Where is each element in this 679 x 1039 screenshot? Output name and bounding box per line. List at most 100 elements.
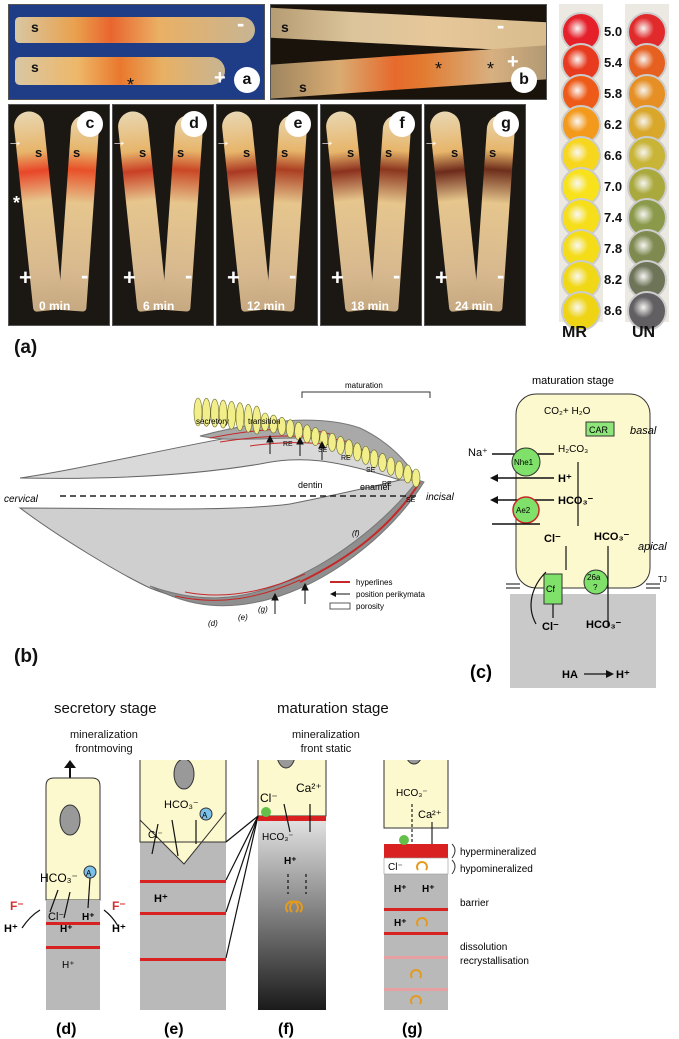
label-tj: TJ <box>658 575 667 584</box>
label-pos-g: (g) <box>258 605 268 614</box>
strip-arrow-icon: → <box>424 133 439 150</box>
strip-letter: f <box>389 111 415 137</box>
strip-letter: e <box>285 111 311 137</box>
label-h: H⁺ <box>558 473 572 485</box>
g-cl: Cl⁻ <box>388 862 403 873</box>
ph-value: 6.2 <box>604 117 623 132</box>
label-pos-f: (f) <box>352 529 360 538</box>
strip-minus: - <box>81 263 89 288</box>
strip-s-right: s <box>489 145 497 160</box>
label-h2: H⁺ <box>616 669 630 681</box>
strip-arrow-icon: → <box>320 133 335 150</box>
d-h-right: H⁺ <box>112 923 126 935</box>
strip-tooth-right <box>370 114 412 312</box>
photo-a: s s - + * a <box>8 4 265 100</box>
label-car: CAR <box>589 425 609 435</box>
strip-s-right: s <box>177 145 185 160</box>
ph-value: 6.6 <box>604 148 623 163</box>
cell-d: A HCO₃⁻ F⁻ F⁻ Cl⁻ H⁺ H⁺ H⁺ H⁺ H⁺ (d) <box>4 760 126 1038</box>
letter-b: b <box>511 67 537 93</box>
un-label: UN <box>632 324 656 341</box>
ph-value: 5.4 <box>604 55 623 70</box>
label-re-1: RE <box>283 441 293 448</box>
label-re-3: RE <box>382 481 392 488</box>
label-star2-b: * <box>487 59 495 79</box>
strip-letter: c <box>77 111 103 137</box>
strip-minus: - <box>185 263 193 288</box>
label-se-3: SE <box>406 497 416 504</box>
f-label: (f) <box>278 1021 294 1038</box>
strip-s-left: s <box>243 145 251 160</box>
label-pos-e: (e) <box>238 613 248 622</box>
strip-time: 12 min <box>247 299 286 313</box>
label-cervical: cervical <box>4 494 39 505</box>
g-hypermineralized: hypermineralized <box>460 847 536 858</box>
mr-label: MR <box>562 324 587 341</box>
label-s1: s <box>31 19 39 35</box>
strip-tooth-right <box>162 114 204 312</box>
strip-arrow-icon: → <box>112 133 127 150</box>
d-label: (d) <box>56 1021 76 1038</box>
label-hco3-b: HCO₃⁻ <box>594 531 630 543</box>
g-barrier: barrier <box>460 898 490 909</box>
ameloblast-cell <box>353 442 362 462</box>
label-re-2: RE <box>341 455 351 462</box>
d-a: A <box>86 869 92 878</box>
ameloblast-layer <box>193 397 421 488</box>
ph-value: 7.0 <box>604 179 623 194</box>
f-h: H⁺ <box>284 856 297 867</box>
strip-plus: + <box>435 265 448 290</box>
tooth-upper <box>15 17 255 43</box>
legend: hyperlines position perikymata porosity <box>329 578 425 611</box>
label-cf: Cf <box>546 584 555 594</box>
label-cl: Cl⁻ <box>544 533 561 545</box>
f-hco3: HCO₃⁻ <box>262 832 294 843</box>
label-hco3: HCO₃⁻ <box>558 495 594 507</box>
label-nhe1: Nhe1 <box>514 458 534 467</box>
strip-letter: g <box>493 111 519 137</box>
cell-f: Cl⁻ Ca²⁺ HCO₃⁻ H⁺ (f) <box>225 760 327 1038</box>
ameloblast-cell <box>277 417 287 436</box>
strip-star: * <box>13 193 21 213</box>
strip-time: 18 min <box>351 299 390 313</box>
ameloblast-cell <box>218 399 228 429</box>
ameloblast-cell <box>311 427 320 446</box>
label-s1-b: s <box>281 19 289 35</box>
ameloblast-cell <box>302 424 312 444</box>
e-a: A <box>202 811 208 820</box>
maturation-title: maturation stage <box>277 700 389 717</box>
g-hco3: HCO₃⁻ <box>396 788 428 799</box>
cell-e: A HCO₃⁻ Cl⁻ H⁺ (e) <box>139 760 227 1038</box>
g-h1: H⁺ <box>394 884 407 895</box>
ameloblast-cell <box>193 397 203 427</box>
e-label: (e) <box>164 1021 184 1038</box>
strip-arrow-icon: → <box>8 133 23 150</box>
label-star1-b: * <box>435 59 443 79</box>
d-h-mid: H⁺ <box>60 924 73 935</box>
ameloblast-cell <box>227 401 236 430</box>
label-ae2: Ae2 <box>516 506 531 515</box>
cell-g: HCO₃⁻ Ca²⁺ Cl⁻ H⁺ H⁺ H⁺ hypermineralized… <box>383 760 536 1038</box>
ameloblast-cell <box>252 405 261 435</box>
nhe1-transporter <box>511 447 541 477</box>
ameloblast-cell <box>361 446 370 465</box>
label-s2-b: s <box>299 79 307 95</box>
d-h-left: H⁺ <box>4 923 18 935</box>
label-plus-b: + <box>507 51 519 73</box>
photo-b: s s - + * * b <box>270 4 547 100</box>
strip-plus: + <box>331 265 344 290</box>
strip-minus: - <box>393 263 401 288</box>
mr-tube <box>561 74 601 114</box>
strip-time: 24 min <box>455 299 494 313</box>
ameloblast-cell <box>411 468 421 488</box>
label-co2: CO₂+ H₂O <box>544 406 591 417</box>
strip-s-right: s <box>385 145 393 160</box>
sec-sub: mineralization frontmoving <box>70 729 138 755</box>
strip-letter: d <box>181 111 207 137</box>
ph-value: 7.8 <box>604 241 623 256</box>
label-cl2: Cl⁻ <box>542 621 559 633</box>
ameloblast-cell <box>235 402 245 432</box>
strip-s-left: s <box>139 145 147 160</box>
